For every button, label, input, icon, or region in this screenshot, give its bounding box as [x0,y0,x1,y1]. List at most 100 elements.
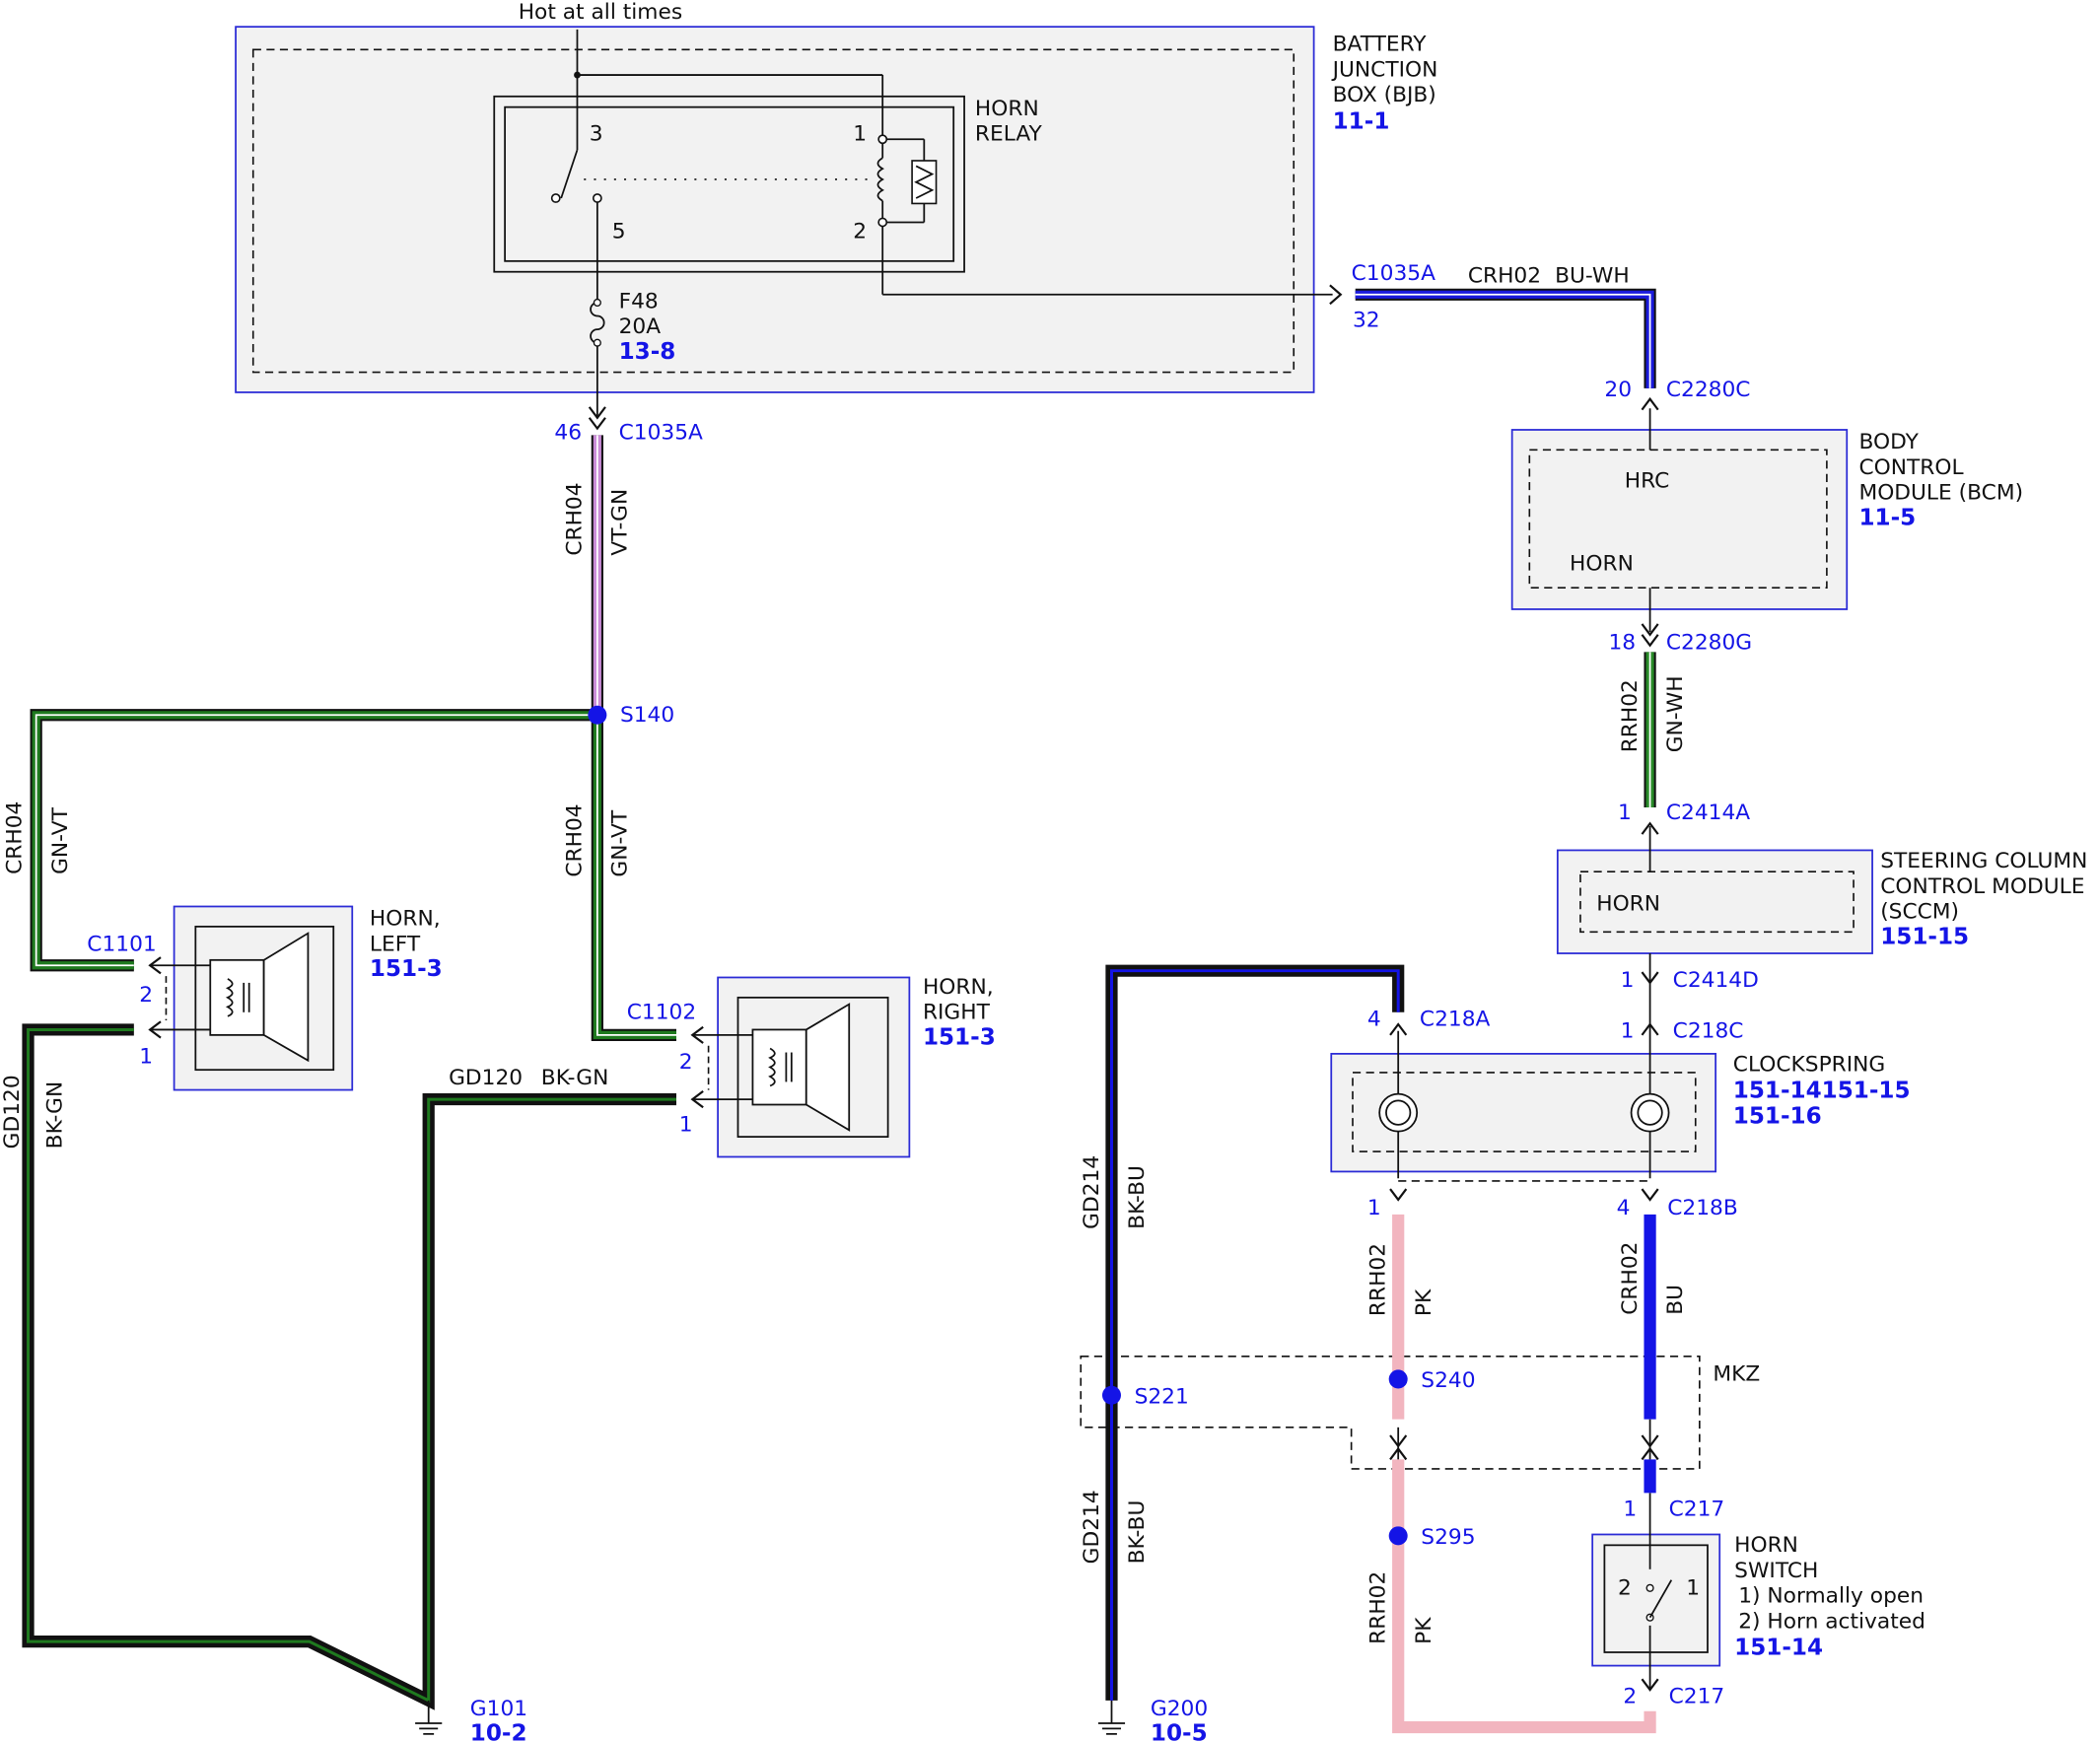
wire-gd214-upper-color: BK-BU [1125,1165,1150,1229]
clockspring-ref-2: 151-16 [1733,1104,1822,1130]
relay-pin-3: 3 [590,122,603,147]
fuse-f48-symbol [590,302,605,344]
mkz-option-region [1080,1356,1701,1470]
splice-s140 [588,705,607,725]
c218c-id: C218C [1673,1019,1744,1044]
horn-left-symbol [209,932,310,1063]
relay-name-2: RELAY [975,122,1043,147]
wire-gd120-left-circuit: GD120 [0,1075,25,1149]
horn-switch-name-2: SWITCH [1734,1559,1818,1583]
c1102-pin-1: 1 [679,1113,693,1138]
c218b-id: C218B [1667,1196,1738,1220]
c1101-pin-2: 2 [139,983,153,1008]
c218b-left-pin: 1 [1367,1196,1381,1220]
wire-crh04-right-color: GN-VT [608,809,633,876]
horn-left-name-2: LEFT [370,932,421,956]
module-thin-wiring [151,408,1673,1691]
connector-arrows [148,284,1659,1692]
mkz-label: MKZ [1713,1361,1760,1386]
splice-s295-label: S295 [1421,1525,1475,1550]
horn-relay [493,95,965,273]
clockspring-name: CLOCKSPRING [1733,1053,1885,1078]
bcm-pin-hrc: HRC [1625,468,1670,493]
horn-switch [1591,1533,1721,1667]
c2280g-pin: 18 [1608,631,1636,656]
battery-junction-box [235,26,1315,393]
wire-crh02-bu-circuit: CRH02 [1618,1242,1643,1315]
wire-crh04-right-circuit: CRH04 [563,803,588,876]
wire-rrh02-pk-lower-circuit: RRH02 [1366,1571,1391,1644]
horn-right-ref: 151-3 [923,1024,996,1050]
bcm-name-2: CONTROL [1858,455,1963,480]
c218b-pin: 4 [1617,1196,1631,1220]
wire-crh04-vt-circuit: CRH04 [563,482,588,555]
fuse-rating: 20A [619,314,662,339]
bjb-ref: 11-1 [1333,108,1390,134]
horn-switch-state-2: 2) Horn activated [1738,1610,1925,1635]
c2414d-pin: 1 [1621,968,1635,993]
ground-g101-ref: 10-2 [470,1721,527,1742]
splice-s221 [1101,1385,1121,1405]
wire-crh04-gn-vt-left [30,709,597,972]
sccm-ref: 151-15 [1880,925,1969,950]
wire-rrh02-pk-upper-circuit: RRH02 [1366,1243,1391,1316]
horn-left-name-1: HORN, [370,907,441,932]
wire-gd214-upper-circuit: GD214 [1080,1155,1104,1229]
wire-gd120-top-color: BK-GN [541,1066,609,1090]
wire-crh02-circuit: CRH02 [1468,264,1541,289]
c1035a-32-id: C1035A [1352,261,1435,286]
c218a-pin: 4 [1367,1007,1381,1031]
wire-crh02-color: BU-WH [1555,264,1630,289]
c1035a-46-pin: 46 [554,420,582,445]
wire-rrh02-gnwh-color: GN-WH [1663,675,1688,752]
sccm-name-2: CONTROL MODULE [1880,874,2084,899]
wire-rrh02-pk-upper-color: PK [1412,1289,1436,1316]
c1102-id: C1102 [627,1001,696,1025]
horn-switch-pin-2: 2 [1618,1576,1632,1601]
clockspring-symbols [1378,1092,1670,1133]
bcm-name-1: BODY [1858,430,1919,454]
c218a-id: C218A [1420,1007,1491,1031]
sccm-name-3: (SCCM) [1880,900,1959,925]
wire-crh04-left-color: GN-VT [48,806,73,873]
ground-g200-id: G200 [1151,1697,1208,1721]
splice-s240-label: S240 [1421,1368,1475,1393]
horn-left-ref: 151-3 [370,956,443,982]
c217-top-id: C217 [1669,1497,1725,1521]
horn-switch-name-1: HORN [1734,1533,1798,1558]
horn-right-name-1: HORN, [923,975,994,1000]
relay-name-1: HORN [975,97,1039,121]
horn-switch-state-1: 1) Normally open [1738,1584,1924,1609]
bcm-ref: 11-5 [1858,505,1916,530]
power-label: Hot at all times [519,0,682,25]
body-control-module [1510,429,1849,610]
horn-right-symbol [751,1003,851,1132]
c2280g-id: C2280G [1666,631,1752,656]
c217-top-pin: 1 [1623,1497,1637,1521]
c2280c-pin: 20 [1604,378,1632,402]
horn-switch-ref: 151-14 [1734,1636,1823,1661]
ground-g200-ref: 10-5 [1151,1721,1208,1742]
wire-crh02-bu-wh [1355,288,1656,388]
wire-gd214-lower-circuit: GD214 [1080,1490,1104,1564]
relay-pin-5: 5 [612,220,626,244]
wire-gd120-bk-gn [22,1023,677,1710]
wire-crh04-gn-vt-right [591,715,677,1041]
wire-rrh02-pk-lower [1392,1459,1656,1734]
c1101-pin-1: 1 [139,1044,153,1069]
ground-g101-id: G101 [470,1697,527,1721]
wire-gd214-lower-color: BK-BU [1125,1500,1150,1565]
c1101-id: C1101 [87,932,156,956]
c1035a-46-id: C1035A [619,420,703,445]
bcm-pin-horn: HORN [1570,552,1634,577]
sccm-name-1: STEERING COLUMN [1880,849,2087,873]
wire-rrh02-pk-lower-color: PK [1412,1617,1436,1644]
c2414a-id: C2414A [1666,801,1750,825]
wire-rrh02-gnwh-circuit: RRH02 [1618,679,1643,752]
splice-s295 [1388,1526,1408,1546]
splice-s221-label: S221 [1135,1384,1189,1409]
horn-switch-pin-1: 1 [1686,1576,1700,1601]
c2414a-pin: 1 [1618,801,1632,825]
relay-internal-wiring [550,29,1333,418]
